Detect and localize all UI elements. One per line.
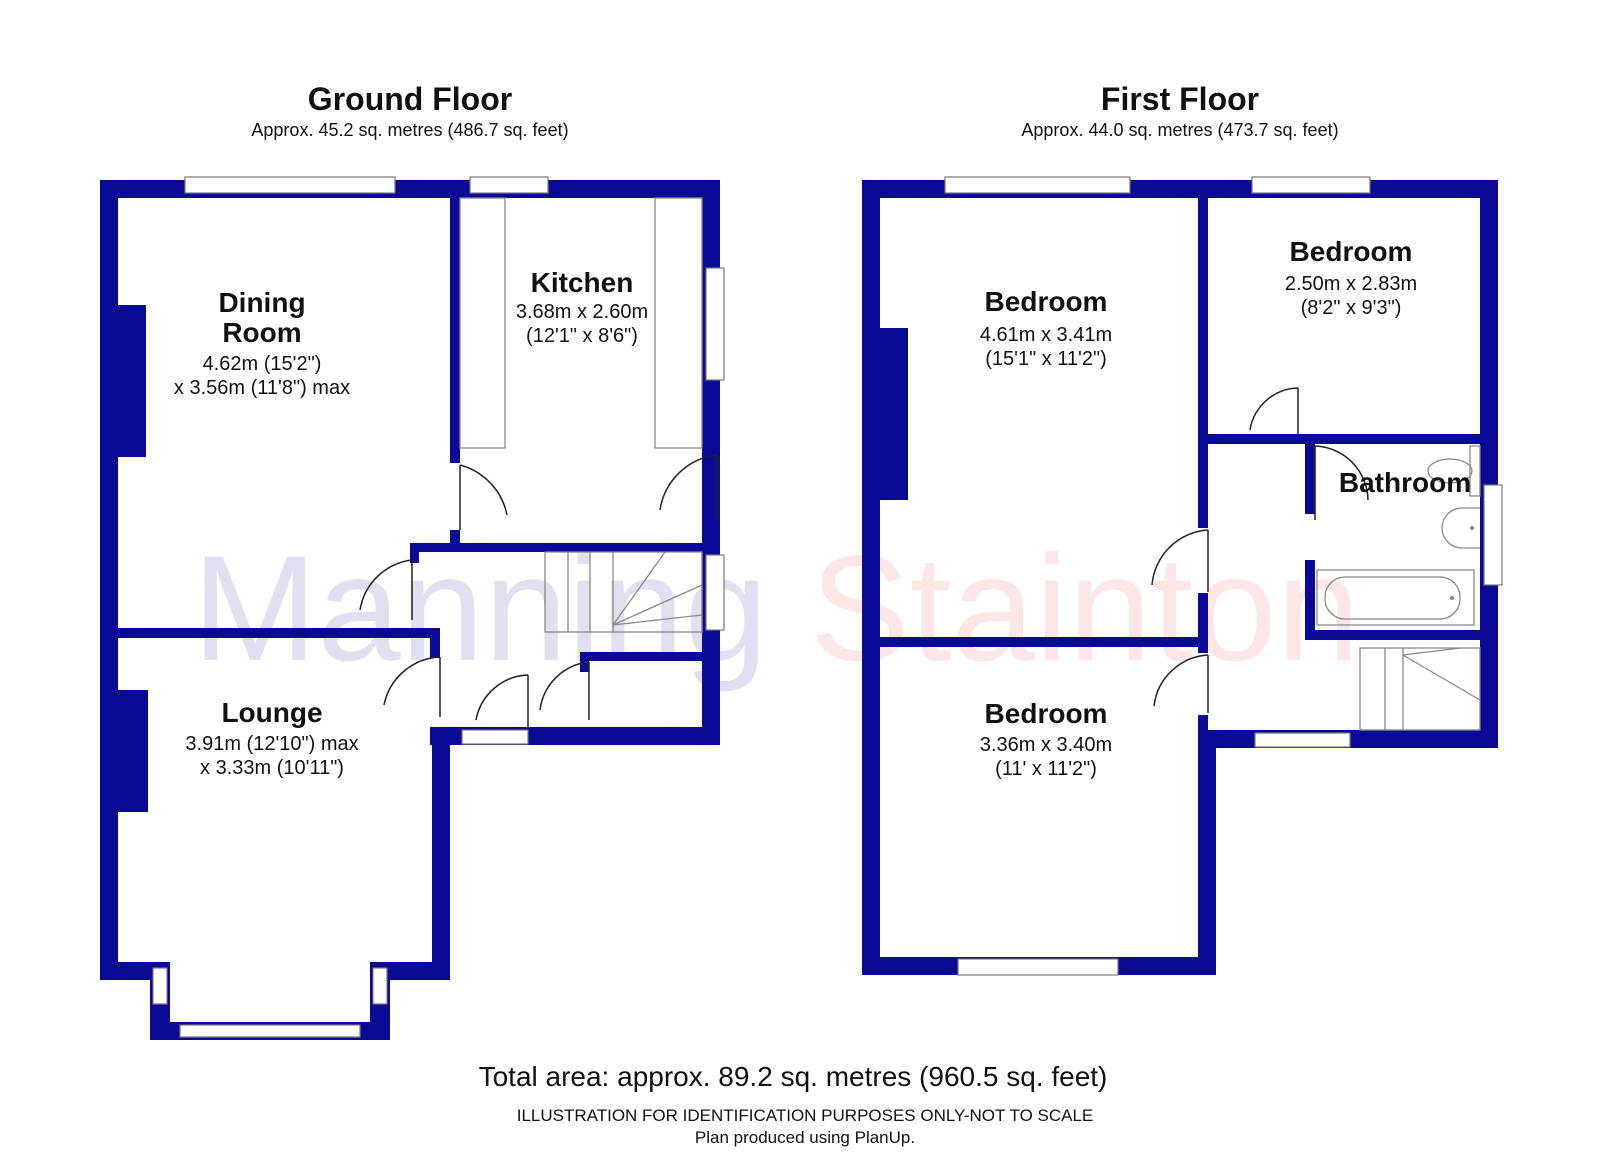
kitchen-dim-line2: (12'1" x 8'6") [526, 325, 638, 347]
bedroom-main-dim-line2: (15'1" x 11'2") [985, 348, 1107, 370]
lounge-name: Lounge [221, 697, 322, 728]
ff-chimney-bedroom [880, 328, 908, 500]
ff-wall-bed1-landing-lower [1198, 593, 1208, 653]
first-floor: First Floor Approx. 44.0 sq. metres (473… [862, 81, 1503, 976]
bedroom-small-dim-line1: 2.50m x 2.83m [1285, 273, 1417, 295]
disclaimer: ILLUSTRATION FOR IDENTIFICATION PURPOSES… [517, 1106, 1094, 1125]
gf-chimney-dining [118, 305, 146, 457]
gf-door-cupboard [539, 661, 590, 720]
dining-room-dim-line1: 4.62m (15'2") [203, 353, 322, 375]
gf-door-dining-kitchen [459, 464, 508, 530]
lounge-dim-line2: x 3.33m (10'11") [200, 757, 344, 779]
gf-window-stair-east [705, 554, 725, 631]
ground-floor: Ground Floor Approx. 45.2 sq. metres (48… [100, 81, 725, 1040]
gf-door-kitchen-back [659, 454, 718, 520]
ff-wall-bed3-landing [1198, 715, 1208, 735]
bedroom-small-name: Bedroom [1290, 236, 1413, 267]
ff-door-bathroom [1314, 445, 1369, 520]
ff-wall-bed1-bed2 [1198, 198, 1208, 528]
kitchen-name: Kitchen [531, 267, 634, 298]
lounge-dim-line1: 3.91m (12'10") max [185, 733, 358, 755]
ground-floor-title: Ground Floor [308, 81, 512, 117]
footer: Total area: approx. 89.2 sq. metres (960… [479, 1061, 1108, 1147]
plan-produced-note: Plan produced using PlanUp. [695, 1128, 915, 1147]
kitchen-dim-line1: 3.68m x 2.60m [516, 301, 648, 323]
dining-room-name-line1: Dining [218, 287, 305, 318]
bedroom-small-dim-line2: (8'2" x 9'3") [1301, 297, 1402, 319]
ff-wall-east [1480, 180, 1498, 748]
ff-door-bed1 [1151, 529, 1209, 592]
gf-wall-dining-kitchen [450, 198, 460, 463]
ff-window-bed2 [1251, 176, 1371, 194]
bedroom-front-dim-line2: (11' x 11'2") [995, 758, 1097, 780]
first-floor-title: First Floor [1101, 81, 1259, 117]
bathroom-name: Bathroom [1339, 467, 1471, 498]
ff-door-bed2 [1249, 387, 1299, 434]
gf-door-dining-hall [359, 559, 413, 620]
watermark: Manning Stainton [192, 524, 1360, 692]
ff-wall-bath-west-lower [1305, 560, 1315, 640]
dining-room-dim-line2: x 3.56m (11'8") max [174, 377, 350, 399]
bedroom-front-dim-line1: 3.36m x 3.40m [980, 734, 1112, 756]
gf-door-front [475, 674, 529, 727]
ff-wall-west [862, 180, 880, 975]
watermark-right-text: Stainton [810, 524, 1360, 692]
ground-floor-area: Approx. 45.2 sq. metres (486.7 sq. feet) [251, 120, 568, 140]
total-area: Total area: approx. 89.2 sq. metres (960… [479, 1061, 1108, 1092]
gf-front-door-frame [461, 729, 529, 745]
ff-window-bed3 [957, 958, 1119, 976]
gf-wall-dining-kitchen-lower [450, 530, 460, 550]
gf-wall-lounge-hall [430, 628, 440, 658]
ff-wall-bed2-landing [1208, 434, 1480, 444]
gf-wall-kitchen-hall [410, 543, 710, 552]
gf-window-dining [184, 176, 396, 194]
first-floor-area: Approx. 44.0 sq. metres (473.7 sq. feet) [1021, 120, 1338, 140]
gf-kitchen-worktop-left [459, 197, 506, 449]
ff-wall-bath-west-upper [1305, 444, 1315, 514]
gf-door-lounge-hall [383, 656, 441, 717]
ff-window-bed1 [944, 176, 1131, 194]
gf-window-kitchen-north [469, 176, 549, 194]
ff-wall-bath-south [1305, 630, 1480, 640]
ff-bathroom-fittings [1316, 445, 1481, 626]
gf-stairs [544, 551, 703, 633]
gf-chimney-lounge [118, 690, 148, 812]
gf-wall-dining-lounge [118, 628, 438, 638]
gf-wall-lounge-east [432, 727, 450, 980]
bedroom-front-name: Bedroom [985, 698, 1108, 729]
gf-window-kitchen-east [705, 267, 725, 381]
gf-kitchen-worktop-right [654, 197, 703, 449]
ff-window-bathroom [1483, 484, 1503, 586]
bedroom-main-name: Bedroom [985, 286, 1108, 317]
ff-wall-bed1-bed3 [880, 637, 1208, 647]
ff-wall-bedroom-front-east [1198, 730, 1216, 975]
gf-window-bay-front [179, 1024, 361, 1038]
ff-door-bed3 [1153, 654, 1209, 713]
gf-wall-cupboard-top [580, 652, 705, 661]
ff-stairs [1359, 647, 1481, 731]
gf-window-bay-left [152, 967, 168, 1005]
bedroom-main-dim-line1: 4.61m x 3.41m [980, 324, 1112, 346]
gf-wall-west [100, 180, 118, 980]
dining-room-name-line2: Room [222, 317, 301, 348]
gf-wall-hall-stub [410, 543, 419, 563]
ff-window-landing [1254, 732, 1351, 748]
gf-window-bay-right [372, 967, 388, 1005]
